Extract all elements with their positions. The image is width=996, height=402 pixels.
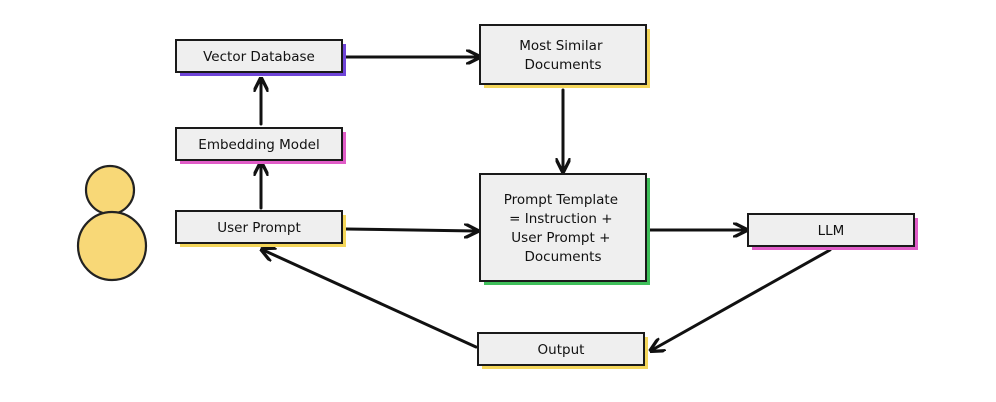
user-avatar-icon <box>76 164 148 282</box>
node-label: Most Similar Documents <box>519 38 607 73</box>
node-label: User Prompt <box>217 220 301 236</box>
connectors <box>261 57 832 350</box>
node-llm: LLM <box>747 213 918 250</box>
arrow-userprompt-to-template <box>344 229 476 231</box>
node-label: Output <box>538 342 585 358</box>
node-label: LLM <box>818 223 845 239</box>
arrow-output-to-userprompt <box>263 250 478 349</box>
node-embedding-model: Embedding Model <box>175 127 346 164</box>
node-most-similar-documents: Most Similar Documents <box>479 24 650 88</box>
node-label: Vector Database <box>203 49 315 65</box>
node-user-prompt: User Prompt <box>175 210 346 247</box>
node-vector-database: Vector Database <box>175 39 346 76</box>
node-label: Prompt Template = Instruction + User Pro… <box>504 192 623 265</box>
node-prompt-template: Prompt Template = Instruction + User Pro… <box>479 173 650 285</box>
node-output: Output <box>477 332 648 369</box>
arrow-llm-to-output <box>652 248 832 350</box>
node-label: Embedding Model <box>198 137 319 153</box>
